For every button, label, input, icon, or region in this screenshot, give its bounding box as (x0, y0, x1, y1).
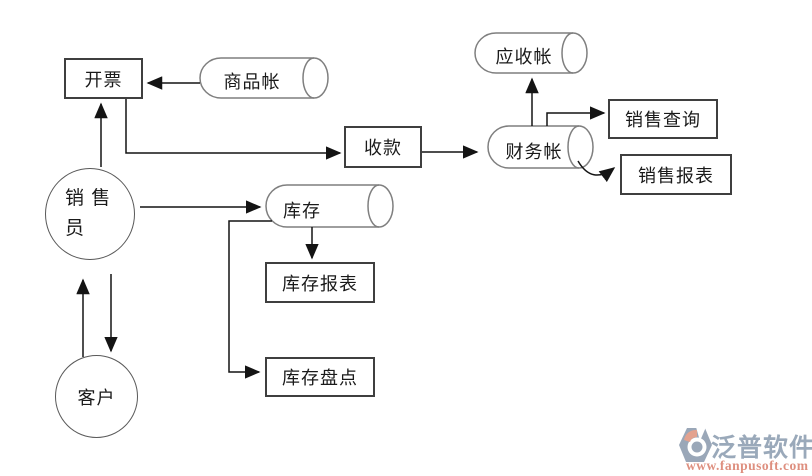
stored-data-inner-arc-caiwuzhang (567, 125, 580, 169)
node-xiaoshouyuan: 销 售 员 (45, 168, 135, 260)
node-shoukuan: 收款 (344, 126, 422, 168)
stored-data-shape-shangpinzhang (199, 57, 329, 99)
node-xiaoshoubaobiao: 销售报表 (620, 154, 732, 195)
stored-data-inner-arc-kucun (367, 184, 380, 228)
node-kehu: 客户 (55, 355, 138, 438)
arrow-caiwuzhang-to-xiaoshoubaobiao (577, 160, 616, 183)
arrow-kaipiao-to-shoukuan (125, 99, 342, 160)
node-shangpinzhang-label: 商品帐 (223, 72, 281, 92)
stored-data-shape-yingshouzhang (474, 32, 588, 74)
fanpu-logo-icon (679, 427, 712, 462)
node-kaipiao-label: 开票 (84, 69, 123, 90)
node-caiwuzhang-label: 财务帐 (505, 142, 563, 162)
arrow-caiwuzhang-to-xiaoshouchaxun (546, 106, 606, 126)
arrow-kucun-to-kucunpandian (228, 220, 272, 379)
stored-data-inner-arc-yingshouzhang (561, 32, 574, 74)
node-shoukuan-label: 收款 (364, 138, 402, 158)
node-kucunpandian-label: 库存盘点 (282, 368, 358, 388)
node-xiaoshouchaxun-label: 销售查询 (625, 110, 701, 130)
node-xiaoshouchaxun: 销售查询 (608, 99, 718, 139)
node-yingshouzhang-label: 应收帐 (495, 47, 553, 67)
node-kucunbaobiao: 库存报表 (265, 262, 375, 303)
watermark: 泛普软件 www.fanpusoft.com (678, 426, 812, 476)
node-kaipiao: 开票 (64, 58, 143, 99)
node-xiaoshouyuan-label-line2: 员 (65, 218, 86, 239)
watermark-url-text: www.fanpusoft.com (686, 458, 809, 473)
node-kehu-label: 客户 (77, 387, 116, 408)
stored-data-inner-arc-shangpinzhang (302, 57, 315, 99)
node-kucunpandian: 库存盘点 (265, 357, 375, 397)
node-xiaoshoubaobiao-label: 销售报表 (638, 165, 714, 186)
node-kucunbaobiao-label: 库存报表 (282, 273, 358, 294)
watermark-brand-text: 泛普软件 (711, 434, 812, 462)
node-xiaoshouyuan-label-line1: 销 售 (65, 188, 112, 209)
node-kucun-label: 库存 (283, 201, 321, 221)
